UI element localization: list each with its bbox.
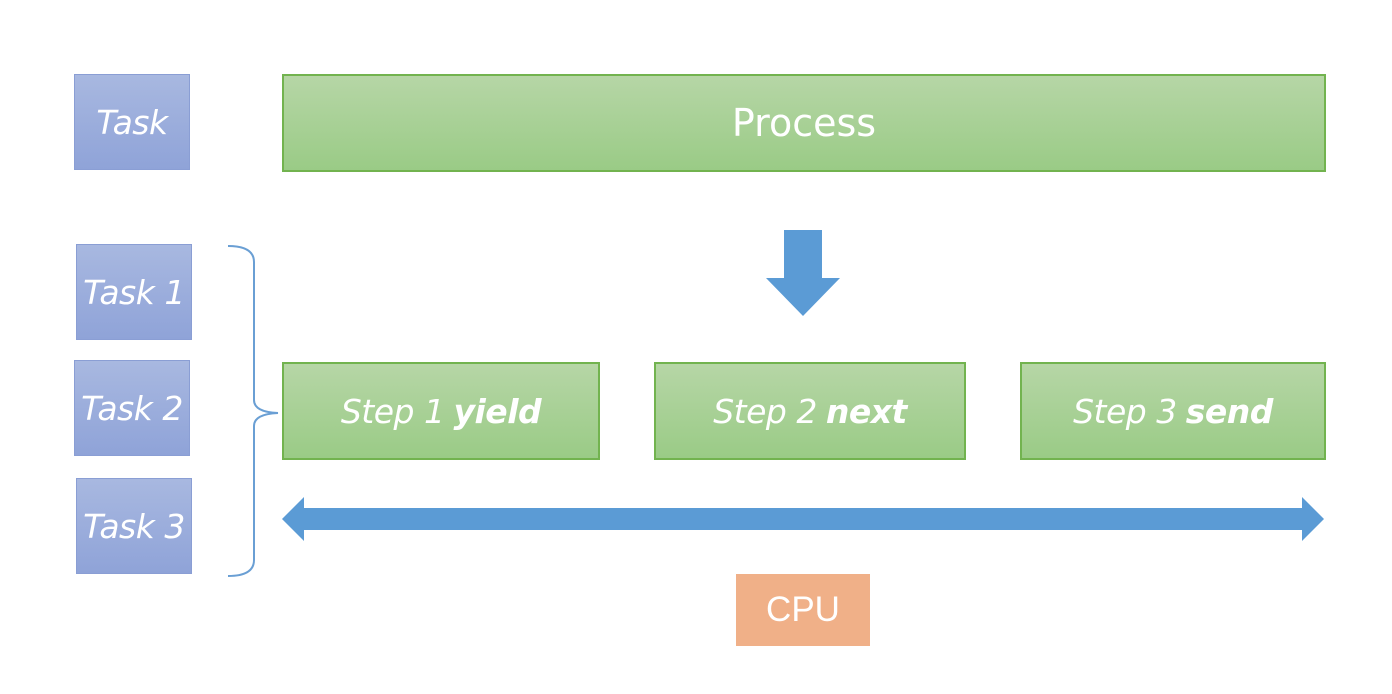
process-label: Process (731, 101, 877, 145)
cpu-box: CPU (736, 574, 870, 646)
step-2-label: Step 2 (713, 391, 817, 431)
step-1-label: Step 1 (340, 391, 445, 431)
task-label: Task (96, 102, 168, 142)
step-2-keyword: next (825, 391, 907, 431)
step-1-keyword: yield (453, 391, 542, 431)
down-arrow (766, 230, 840, 316)
step-3-keyword: send (1185, 391, 1274, 431)
task-3-label: Task 3 (83, 506, 185, 546)
step-3-label: Step 3 (1073, 391, 1177, 431)
task-2-box: Task 2 (74, 360, 190, 456)
cpu-label: CPU (766, 590, 840, 629)
task-1-box: Task 1 (76, 244, 192, 340)
task-2-label: Task 2 (81, 388, 183, 428)
bidirectional-arrow (282, 497, 1324, 541)
process-box: Process (282, 74, 1326, 172)
task-3-box: Task 3 (76, 478, 192, 574)
curly-brace (227, 245, 279, 577)
task-1-label: Task 1 (83, 272, 185, 312)
task-box: Task (74, 74, 190, 170)
